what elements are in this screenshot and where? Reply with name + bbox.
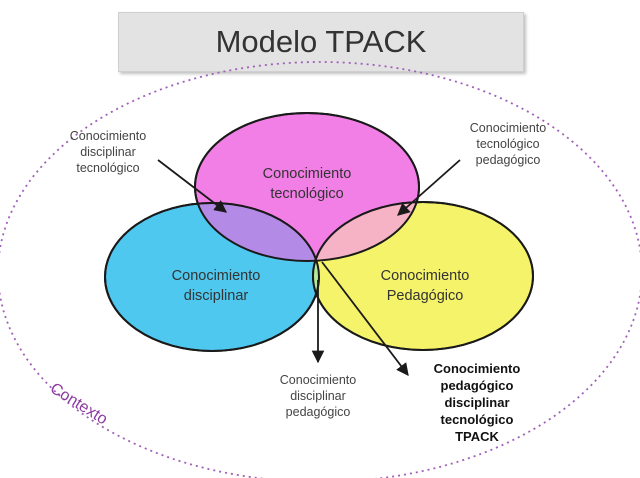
tech-pedagogical-label: Conocimiento tecnológico pedagógico [469,121,547,167]
technological-knowledge-label: Conocimiento tecnológico [262,166,352,202]
disc-pedagogical-label: Conocimiento disciplinar pedagógico [279,373,357,419]
technological-outline [194,112,420,262]
tpack-label: Conocimiento pedagógico disciplinar tecn… [433,361,521,444]
diagram-title: Modelo TPACK [215,24,427,59]
arrow-tech-disciplinary [157,159,228,213]
disciplinary-knowledge-label: Conocimiento disciplinar [171,268,261,304]
arrow-tpack [321,261,409,377]
pedagogical-knowledge-label: Conocimiento Pedagógico [380,268,470,304]
tech-disciplinary-label: Conocimiento disciplinar tecnológico [69,129,147,175]
tech-pedagogical-overlap [313,202,419,261]
tech-disciplinary-overlap [195,203,319,261]
context-boundary [0,61,640,478]
pedagogical-outline [312,201,534,351]
disciplinary-outline [104,202,320,352]
arrow-tech-pedagogical [397,159,461,216]
